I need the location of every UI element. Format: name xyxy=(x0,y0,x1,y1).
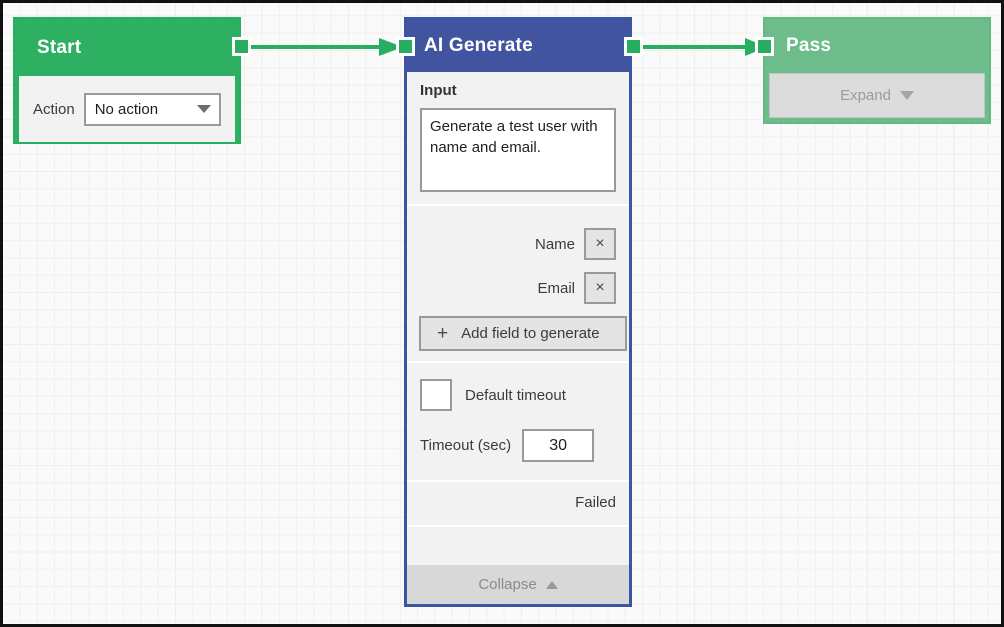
expand-button[interactable]: Expand xyxy=(769,73,985,118)
chevron-down-icon xyxy=(197,105,211,113)
input-section-title: Input xyxy=(420,82,457,99)
chevron-down-icon xyxy=(899,91,914,100)
chevron-up-icon xyxy=(545,580,558,589)
node-ai-generate-header[interactable]: AI Generate xyxy=(407,20,629,72)
node-start-header[interactable]: Start xyxy=(15,19,239,76)
default-timeout-label: Default timeout xyxy=(465,386,566,404)
collapse-button[interactable]: Collapse xyxy=(407,565,629,604)
generated-field-row-email: Email × xyxy=(420,272,616,304)
generated-fields-section: Name × Email × + Add field to generate xyxy=(407,206,629,363)
generated-field-label-email: Email xyxy=(537,279,575,297)
port-ai-generate-input[interactable] xyxy=(396,37,415,56)
remove-field-email-button[interactable]: × xyxy=(584,272,616,304)
node-ai-generate-title: AI Generate xyxy=(424,35,533,56)
generated-field-label-name: Name xyxy=(534,235,575,253)
node-start-body: Action No action xyxy=(19,76,235,142)
default-timeout-checkbox[interactable] xyxy=(420,379,452,411)
node-ai-generate[interactable]: AI Generate Input Generate a test user w… xyxy=(404,17,632,607)
plus-icon: + xyxy=(437,323,449,344)
failed-output-row: Failed xyxy=(407,482,629,527)
close-icon: × xyxy=(595,235,605,252)
default-timeout-row[interactable]: Default timeout xyxy=(420,379,616,411)
node-pass-header[interactable]: Pass xyxy=(765,19,989,73)
add-field-to-generate-button[interactable]: + Add field to generate xyxy=(419,316,627,351)
timeout-section: Default timeout Timeout (sec) 30 xyxy=(407,363,629,482)
action-label: Action xyxy=(33,100,75,118)
node-pass[interactable]: Pass Expand xyxy=(763,17,991,124)
timeout-label: Timeout (sec) xyxy=(420,437,512,454)
action-select[interactable]: No action xyxy=(83,92,221,126)
remove-field-name-button[interactable]: × xyxy=(584,228,616,260)
input-section: Input Generate a test user with name and… xyxy=(407,72,629,206)
close-icon: × xyxy=(595,279,605,296)
node-start[interactable]: Start Action No action xyxy=(13,17,241,144)
action-select-value: No action xyxy=(94,100,159,118)
node-start-title: Start xyxy=(37,36,82,58)
port-pass-input[interactable] xyxy=(755,37,774,56)
node-pass-title: Pass xyxy=(786,35,832,56)
port-start-output[interactable] xyxy=(232,37,251,56)
generated-field-row-name: Name × xyxy=(420,228,616,260)
timeout-row: Timeout (sec) 30 xyxy=(420,429,616,462)
input-textarea[interactable]: Generate a test user with name and email… xyxy=(420,108,616,192)
expand-label: Expand xyxy=(840,87,891,104)
collapse-label: Collapse xyxy=(478,576,537,593)
node-ai-generate-body: Input Generate a test user with name and… xyxy=(407,72,629,604)
port-ai-generate-output[interactable] xyxy=(624,37,643,56)
timeout-input[interactable]: 30 xyxy=(522,429,595,462)
failed-output-label: Failed xyxy=(575,494,616,511)
add-field-to-generate-label: Add field to generate xyxy=(461,325,600,342)
